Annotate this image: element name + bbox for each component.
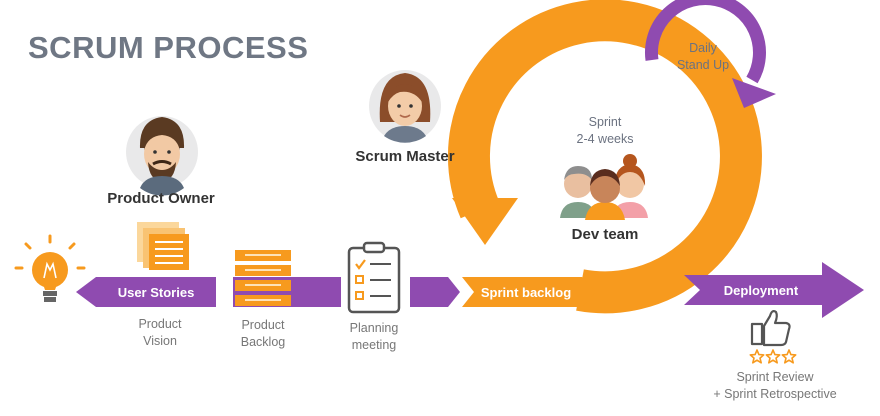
daily-loop: [645, 0, 776, 108]
sprint-review-line-2: + Sprint Retrospective: [713, 387, 837, 401]
product-vision-caption: Product Vision: [110, 316, 210, 350]
dev-team-label: Dev team: [571, 226, 639, 243]
product-owner-label: Product Owner: [107, 190, 215, 207]
sprint-cycle: [447, 0, 762, 314]
dev-avatar-right: [612, 154, 648, 218]
product-backlog-caption: Product Backlog: [213, 317, 313, 351]
sprint-backlog-arrow: [462, 277, 596, 307]
stars-icon: [749, 349, 797, 364]
scrum-master-avatar: [369, 70, 441, 143]
sprint-duration: 2-4 weeks: [576, 132, 634, 146]
flow-segment-planning-out: [410, 277, 460, 307]
dev-avatar-center: [585, 169, 625, 220]
planning-meeting-line-2: meeting: [351, 338, 397, 352]
product-backlog-line-1: Product: [241, 318, 285, 332]
flow-segment-planning-in: [303, 277, 341, 307]
daily-line-2: Stand Up: [676, 58, 730, 72]
lightbulb-icon: [14, 234, 86, 302]
user-stories-label: User Stories: [117, 285, 195, 300]
diagram-title: SCRUM PROCESS: [28, 30, 309, 65]
daily-line-1: Daily: [689, 41, 717, 55]
daily-stand-up-caption: Daily Stand Up: [658, 40, 748, 74]
sprint-review-line-1: Sprint Review: [736, 370, 814, 384]
daily-loop-arc: [645, 0, 766, 84]
planning-meeting-caption: Planning meeting: [324, 320, 424, 354]
stacked-list-icon: [235, 250, 291, 306]
sprint-caption: Sprint 2-4 weeks: [555, 114, 655, 148]
scrum-master-label: Scrum Master: [355, 148, 455, 165]
product-vision-line-2: Vision: [143, 334, 177, 348]
planning-meeting-line-1: Planning: [349, 321, 399, 335]
clipboard-checklist-icon: [347, 241, 401, 314]
product-backlog-line-2: Backlog: [240, 335, 286, 349]
product-vision-line-1: Product: [138, 317, 182, 331]
flow-bar: [76, 277, 460, 307]
daily-loop-arrowhead: [732, 78, 776, 108]
dev-team-avatars: [560, 154, 648, 220]
sprint-review-caption: Sprint Review + Sprint Retrospective: [690, 369, 860, 403]
sprint-cycle-ring: [447, 0, 762, 314]
user-stories-arrow: [76, 277, 216, 307]
deployment-label: Deployment: [723, 283, 799, 298]
deployment-arrow: [684, 262, 864, 318]
sprint-cycle-arrowhead: [452, 198, 518, 245]
sprint-label: Sprint: [588, 115, 622, 129]
product-owner-avatar: [126, 116, 198, 196]
thumbs-up-icon: [750, 310, 791, 347]
documents-icon: [137, 222, 189, 270]
sprint-backlog-label: Sprint backlog: [480, 285, 572, 300]
